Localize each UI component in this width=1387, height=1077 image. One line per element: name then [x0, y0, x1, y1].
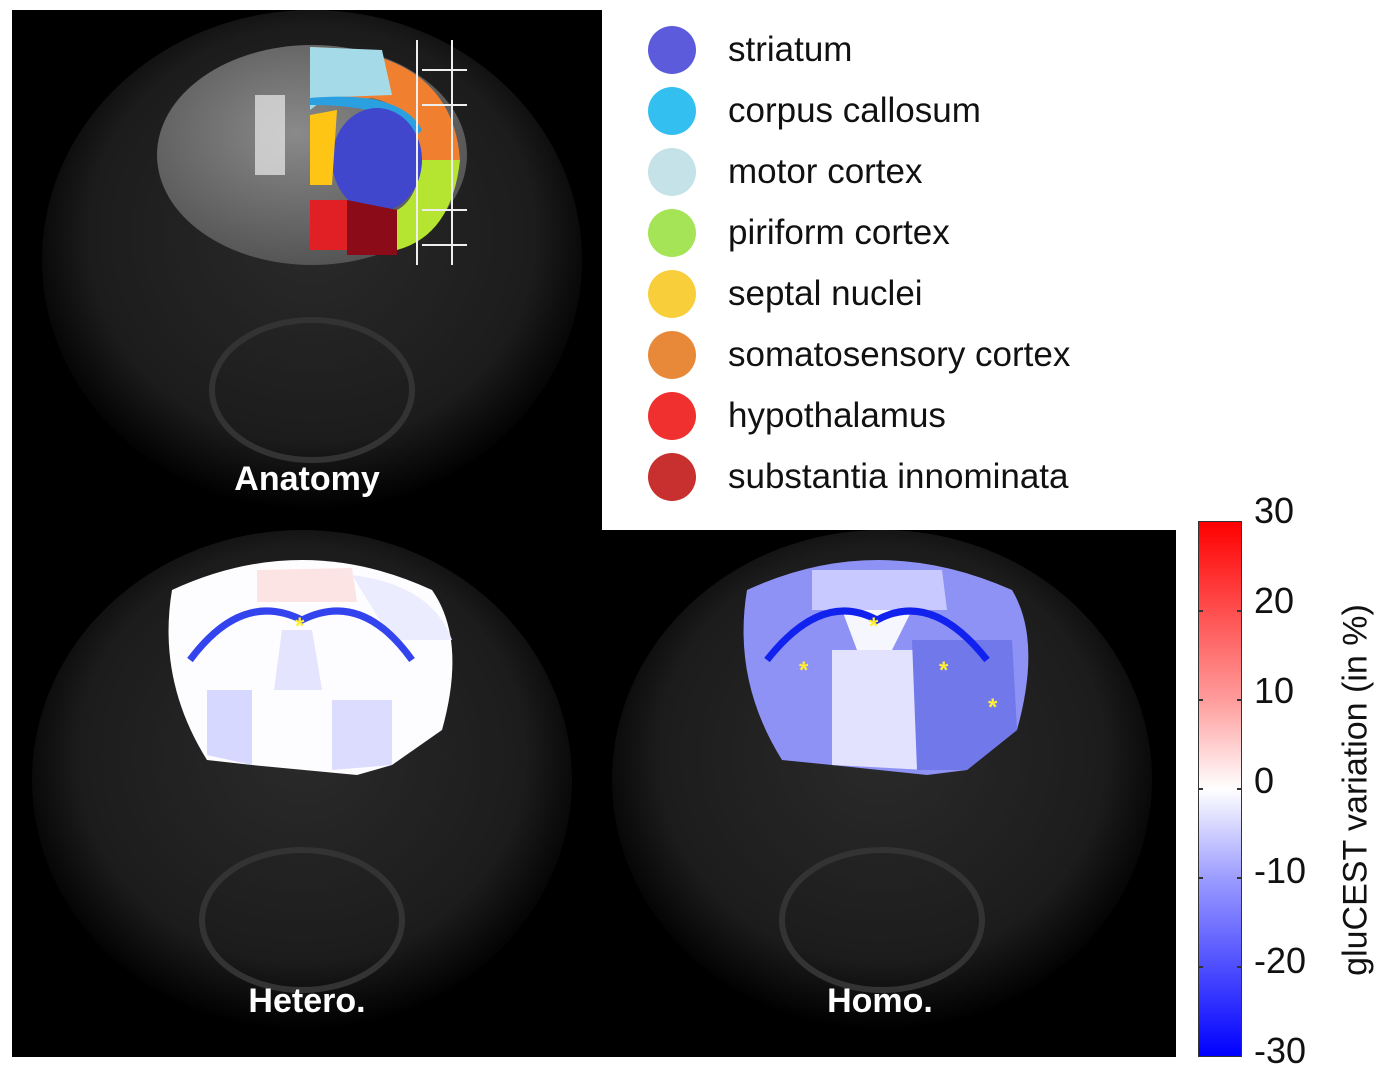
homo-label: Homo. — [827, 982, 933, 1020]
colorbar-tick — [1237, 699, 1242, 701]
legend-label: septal nuclei — [728, 274, 923, 313]
significance-star: * — [939, 657, 949, 684]
significance-star: * — [295, 613, 305, 640]
legend-item: corpus callosum — [648, 86, 981, 136]
brain-atlas-overlay — [310, 40, 467, 265]
colorbar-tick — [1237, 610, 1242, 612]
colorbar-tick — [1237, 877, 1242, 879]
anatomy-mri-image — [42, 10, 582, 510]
legend-item: hypothalamus — [648, 391, 946, 441]
colorbar-tick-label: -20 — [1254, 940, 1307, 981]
anatomy-label: Anatomy — [234, 460, 380, 498]
significance-star: * — [799, 657, 809, 684]
significance-star: * — [869, 613, 879, 640]
legend-item: striatum — [648, 25, 852, 75]
legend-label: hypothalamus — [728, 396, 946, 435]
legend-color-icon — [648, 270, 696, 318]
legend-label: striatum — [728, 30, 853, 69]
hetero-glucest-map: * — [32, 530, 572, 1030]
legend-label: substantia innominata — [728, 457, 1069, 496]
colorbar-tick — [1237, 788, 1242, 790]
legend-color-icon — [648, 331, 696, 379]
colorbar-tick-label: 30 — [1254, 490, 1295, 531]
colorbar-tick — [1237, 966, 1242, 968]
colorbar-tick — [1198, 610, 1203, 612]
colorbar-tick-label: 0 — [1254, 760, 1275, 801]
anatomy-panel: Anatomy — [12, 10, 602, 530]
legend-item: septal nuclei — [648, 269, 923, 319]
legend-item: motor cortex — [648, 147, 923, 197]
colorbar-tick — [1198, 788, 1203, 790]
legend-label: corpus callosum — [728, 91, 981, 130]
legend-color-icon — [648, 392, 696, 440]
colorbar-tick — [1198, 966, 1203, 968]
legend-label: piriform cortex — [728, 213, 950, 252]
significance-star: * — [988, 694, 998, 721]
hetero-label: Hetero. — [248, 982, 366, 1020]
comparison-panel: * * * * * Hetero. Homo. — [12, 530, 1176, 1057]
homo-glucest-map: * * * * — [612, 530, 1152, 1030]
legend-color-icon — [648, 26, 696, 74]
colorbar-tick — [1198, 877, 1203, 879]
legend-item: somatosensory cortex — [648, 330, 1070, 380]
legend-color-icon — [648, 209, 696, 257]
legend-item: piriform cortex — [648, 208, 950, 258]
colorbar-tick-label: 10 — [1254, 670, 1295, 711]
colorbar-tick-label: -10 — [1254, 850, 1307, 891]
colorbar-label: gluCEST variation (in %) — [1336, 604, 1375, 976]
colorbar — [1198, 521, 1242, 1057]
colorbar-tick — [1198, 699, 1203, 701]
legend-item: substantia innominata — [648, 452, 1069, 502]
colorbar-tick-label: 20 — [1254, 580, 1295, 621]
colorbar-tick-label: -30 — [1254, 1030, 1307, 1071]
legend-color-icon — [648, 453, 696, 501]
legend-color-icon — [648, 87, 696, 135]
legend-color-icon — [648, 148, 696, 196]
legend-label: somatosensory cortex — [728, 335, 1071, 374]
legend-label: motor cortex — [728, 152, 923, 191]
